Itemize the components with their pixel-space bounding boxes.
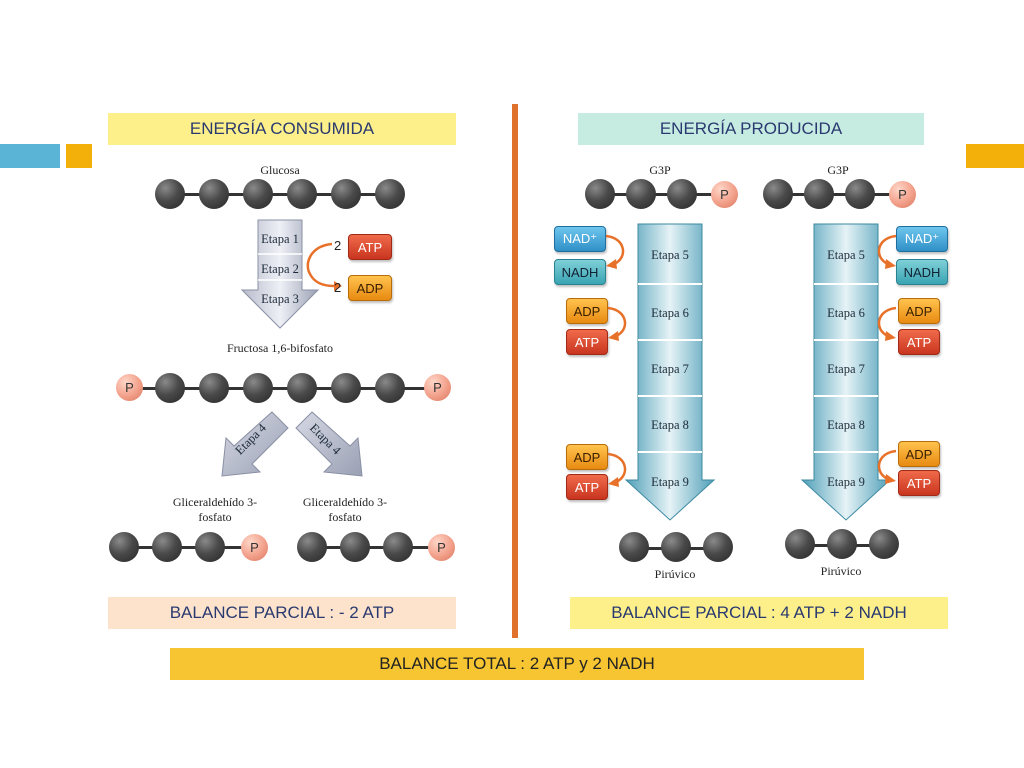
g3p-left-label-line2: fosfato bbox=[198, 510, 232, 524]
atp-tag-a2: ATP bbox=[566, 474, 608, 500]
nad-arrow-b bbox=[877, 234, 897, 269]
step-9-label-b: Etapa 9 bbox=[827, 475, 865, 489]
left-accent-blue bbox=[0, 144, 60, 168]
phosphate-icon: P bbox=[116, 374, 143, 401]
atp-tag: ATP bbox=[348, 234, 392, 260]
adp-arrow-a1 bbox=[607, 306, 627, 341]
phosphate-icon: P bbox=[889, 181, 916, 208]
energy-consumed-header: ENERGÍA CONSUMIDA bbox=[108, 113, 456, 145]
step-3-label: Etapa 3 bbox=[261, 292, 299, 306]
step-1-label: Etapa 1 bbox=[261, 232, 299, 246]
phosphate-icon: P bbox=[711, 181, 738, 208]
adp-arrow-a2 bbox=[607, 452, 627, 487]
glucose-label: Glucosa bbox=[260, 163, 300, 177]
steps-5-9-arrow-a bbox=[624, 223, 716, 521]
phosphate-icon: P bbox=[428, 534, 455, 561]
step-4-right-arrow bbox=[295, 411, 363, 477]
g3p-left-label-line1: Gliceraldehído 3- bbox=[172, 495, 258, 509]
step-4-left-arrow bbox=[221, 411, 289, 477]
g3p-label-a: G3P bbox=[649, 163, 671, 177]
nadh-tag-a: NADH bbox=[554, 259, 606, 285]
partial-balance-consumed: BALANCE PARCIAL : - 2 ATP bbox=[108, 597, 456, 629]
phosphate-icon: P bbox=[424, 374, 451, 401]
steps-1-3-arrow bbox=[240, 219, 320, 329]
right-accent-orange bbox=[966, 144, 1024, 168]
adp-arrow-b1 bbox=[877, 306, 897, 341]
steps-5-9-arrow-b bbox=[800, 223, 892, 521]
adp-count: 2 bbox=[334, 280, 342, 295]
nadh-tag-b: NADH bbox=[896, 259, 948, 285]
adp-tag-b1: ADP bbox=[898, 298, 940, 324]
pyruvate-label-b: Pirúvico bbox=[820, 564, 862, 578]
adp-tag-a2: ADP bbox=[566, 444, 608, 470]
step-2-label: Etapa 2 bbox=[261, 262, 299, 276]
adp-arrow-b2 bbox=[877, 449, 897, 484]
adp-tag-b2: ADP bbox=[898, 441, 940, 467]
atp-count: 2 bbox=[334, 238, 342, 253]
step-8-label-a: Etapa 8 bbox=[651, 418, 689, 432]
step-5-label-b: Etapa 5 bbox=[827, 248, 865, 262]
step-6-label-a: Etapa 6 bbox=[651, 306, 689, 320]
step-7-label-a: Etapa 7 bbox=[651, 362, 689, 376]
g3p-label-b: G3P bbox=[827, 163, 849, 177]
step-5-label-a: Etapa 5 bbox=[651, 248, 689, 262]
step-6-label-b: Etapa 6 bbox=[827, 306, 865, 320]
atp-tag-b1: ATP bbox=[898, 329, 940, 355]
g3p-right-label-line2: fosfato bbox=[328, 510, 362, 524]
left-accent-orange bbox=[66, 144, 92, 168]
vertical-divider bbox=[512, 104, 518, 638]
step-9-label-a: Etapa 9 bbox=[651, 475, 689, 489]
atp-tag-b2: ATP bbox=[898, 470, 940, 496]
total-balance: BALANCE TOTAL : 2 ATP y 2 NADH bbox=[170, 648, 864, 680]
energy-produced-header: ENERGÍA PRODUCIDA bbox=[578, 113, 924, 145]
step-8-label-b: Etapa 8 bbox=[827, 418, 865, 432]
adp-tag-a1: ADP bbox=[566, 298, 608, 324]
nad-tag-b: NAD⁺ bbox=[896, 226, 948, 252]
nad-tag-a: NAD⁺ bbox=[554, 226, 606, 252]
g3p-right-label-line1: Gliceraldehído 3- bbox=[302, 495, 388, 509]
partial-balance-produced: BALANCE PARCIAL : 4 ATP + 2 NADH bbox=[570, 597, 948, 629]
atp-tag-a1: ATP bbox=[566, 329, 608, 355]
fructose-label: Fructosa 1,6-bifosfato bbox=[227, 341, 333, 355]
atp-to-adp-arrow bbox=[306, 242, 342, 291]
phosphate-icon: P bbox=[241, 534, 268, 561]
step-7-label-b: Etapa 7 bbox=[827, 362, 865, 376]
nad-arrow-a bbox=[605, 234, 625, 269]
pyruvate-label-a: Pirúvico bbox=[654, 567, 696, 581]
adp-tag: ADP bbox=[348, 275, 392, 301]
